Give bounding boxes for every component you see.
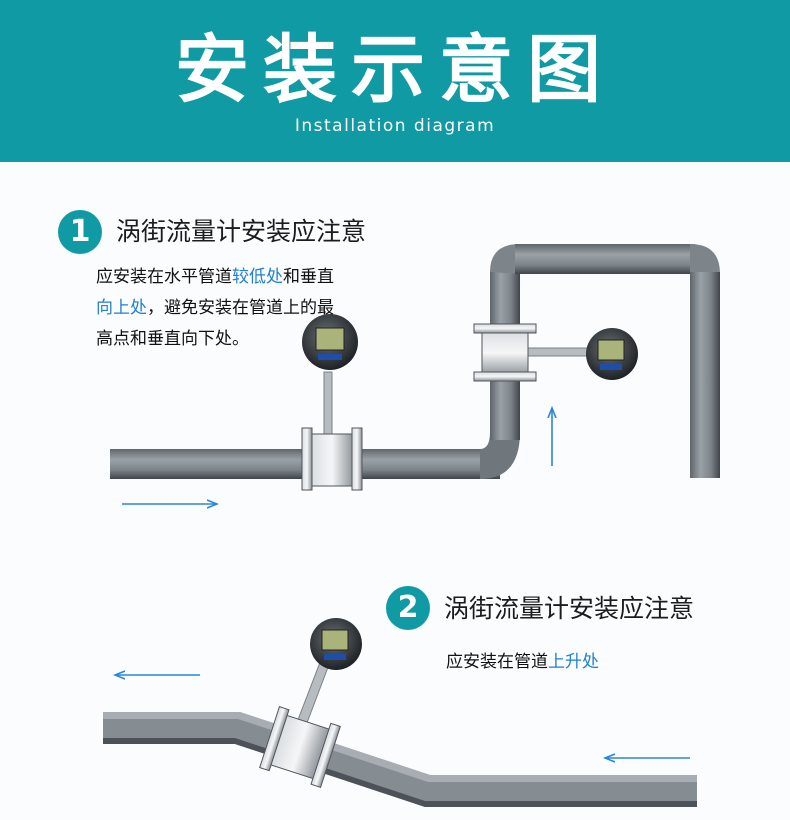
meter-flange-right-sloped [310,722,341,788]
sloped-pipe [103,712,697,807]
section1-note-line2: 向上处，避免安装在管道上的最 [96,293,334,323]
note-text: 和垂直 [283,267,334,287]
note-text: 应安装在管道 [446,652,548,672]
note-text: 应安装在水平管道 [96,267,232,287]
meter-buttons-sloped [324,654,346,660]
step-number-1: 1 [58,210,102,254]
step-number-2: 2 [386,586,430,630]
meter-display-vertical [597,339,625,361]
pipe-elbow-top-left [490,244,520,274]
flowmeter-sloped [259,618,362,788]
meter-flange-left [301,427,313,491]
meter-buttons-vertical [600,364,622,370]
sloped-pipe-highlight [103,712,697,782]
section2-heading: 涡街流量计安装应注意 [444,594,695,623]
meter-stem [323,371,333,443]
page-subtitle: Installation diagram [294,116,496,136]
meter-flange-top [473,323,537,334]
meter-body [309,433,355,487]
meter-display-sloped [321,629,349,651]
meter-buttons [318,354,342,360]
meter-flange-left-sloped [259,706,290,772]
meter-flange-bottom [473,371,537,382]
section1-note-line3: 高点和垂直向下处。 [96,329,249,349]
pipe-elbow-lower [480,432,520,479]
pipe-run-2 [103,712,697,807]
sloped-pipe-shadow [103,738,697,807]
diagram-svg [103,244,720,807]
top-horizontal-pipe [515,244,695,274]
page-title: 安装示意图 [175,27,615,113]
meter-body-vertical [481,329,529,377]
note-highlight: 向上处 [96,298,147,318]
flowmeter-vertical [473,323,638,382]
note-highlight: 上升处 [548,652,599,672]
meter-flange-right [351,427,363,491]
section1-note-line1: 应安装在水平管道较低处和垂直 [96,262,334,292]
pipe-elbow-top-right [690,244,720,274]
meter-display [315,327,345,351]
descending-pipe [690,272,720,478]
note-text: ，避免安装在管道上的最 [147,298,334,318]
note-highlight: 较低处 [232,267,283,287]
section2-note: 应安装在管道上升处 [446,647,599,677]
diagram-area: 1 涡街流量计安装应注意 应安装在水平管道较低处和垂直 向上处，避免安装在管道上… [0,162,790,820]
section1-heading: 涡街流量计安装应注意 [116,217,367,246]
header-banner: 安装示意图 Installation diagram [0,0,790,162]
flowmeter-horizontal [301,314,363,491]
